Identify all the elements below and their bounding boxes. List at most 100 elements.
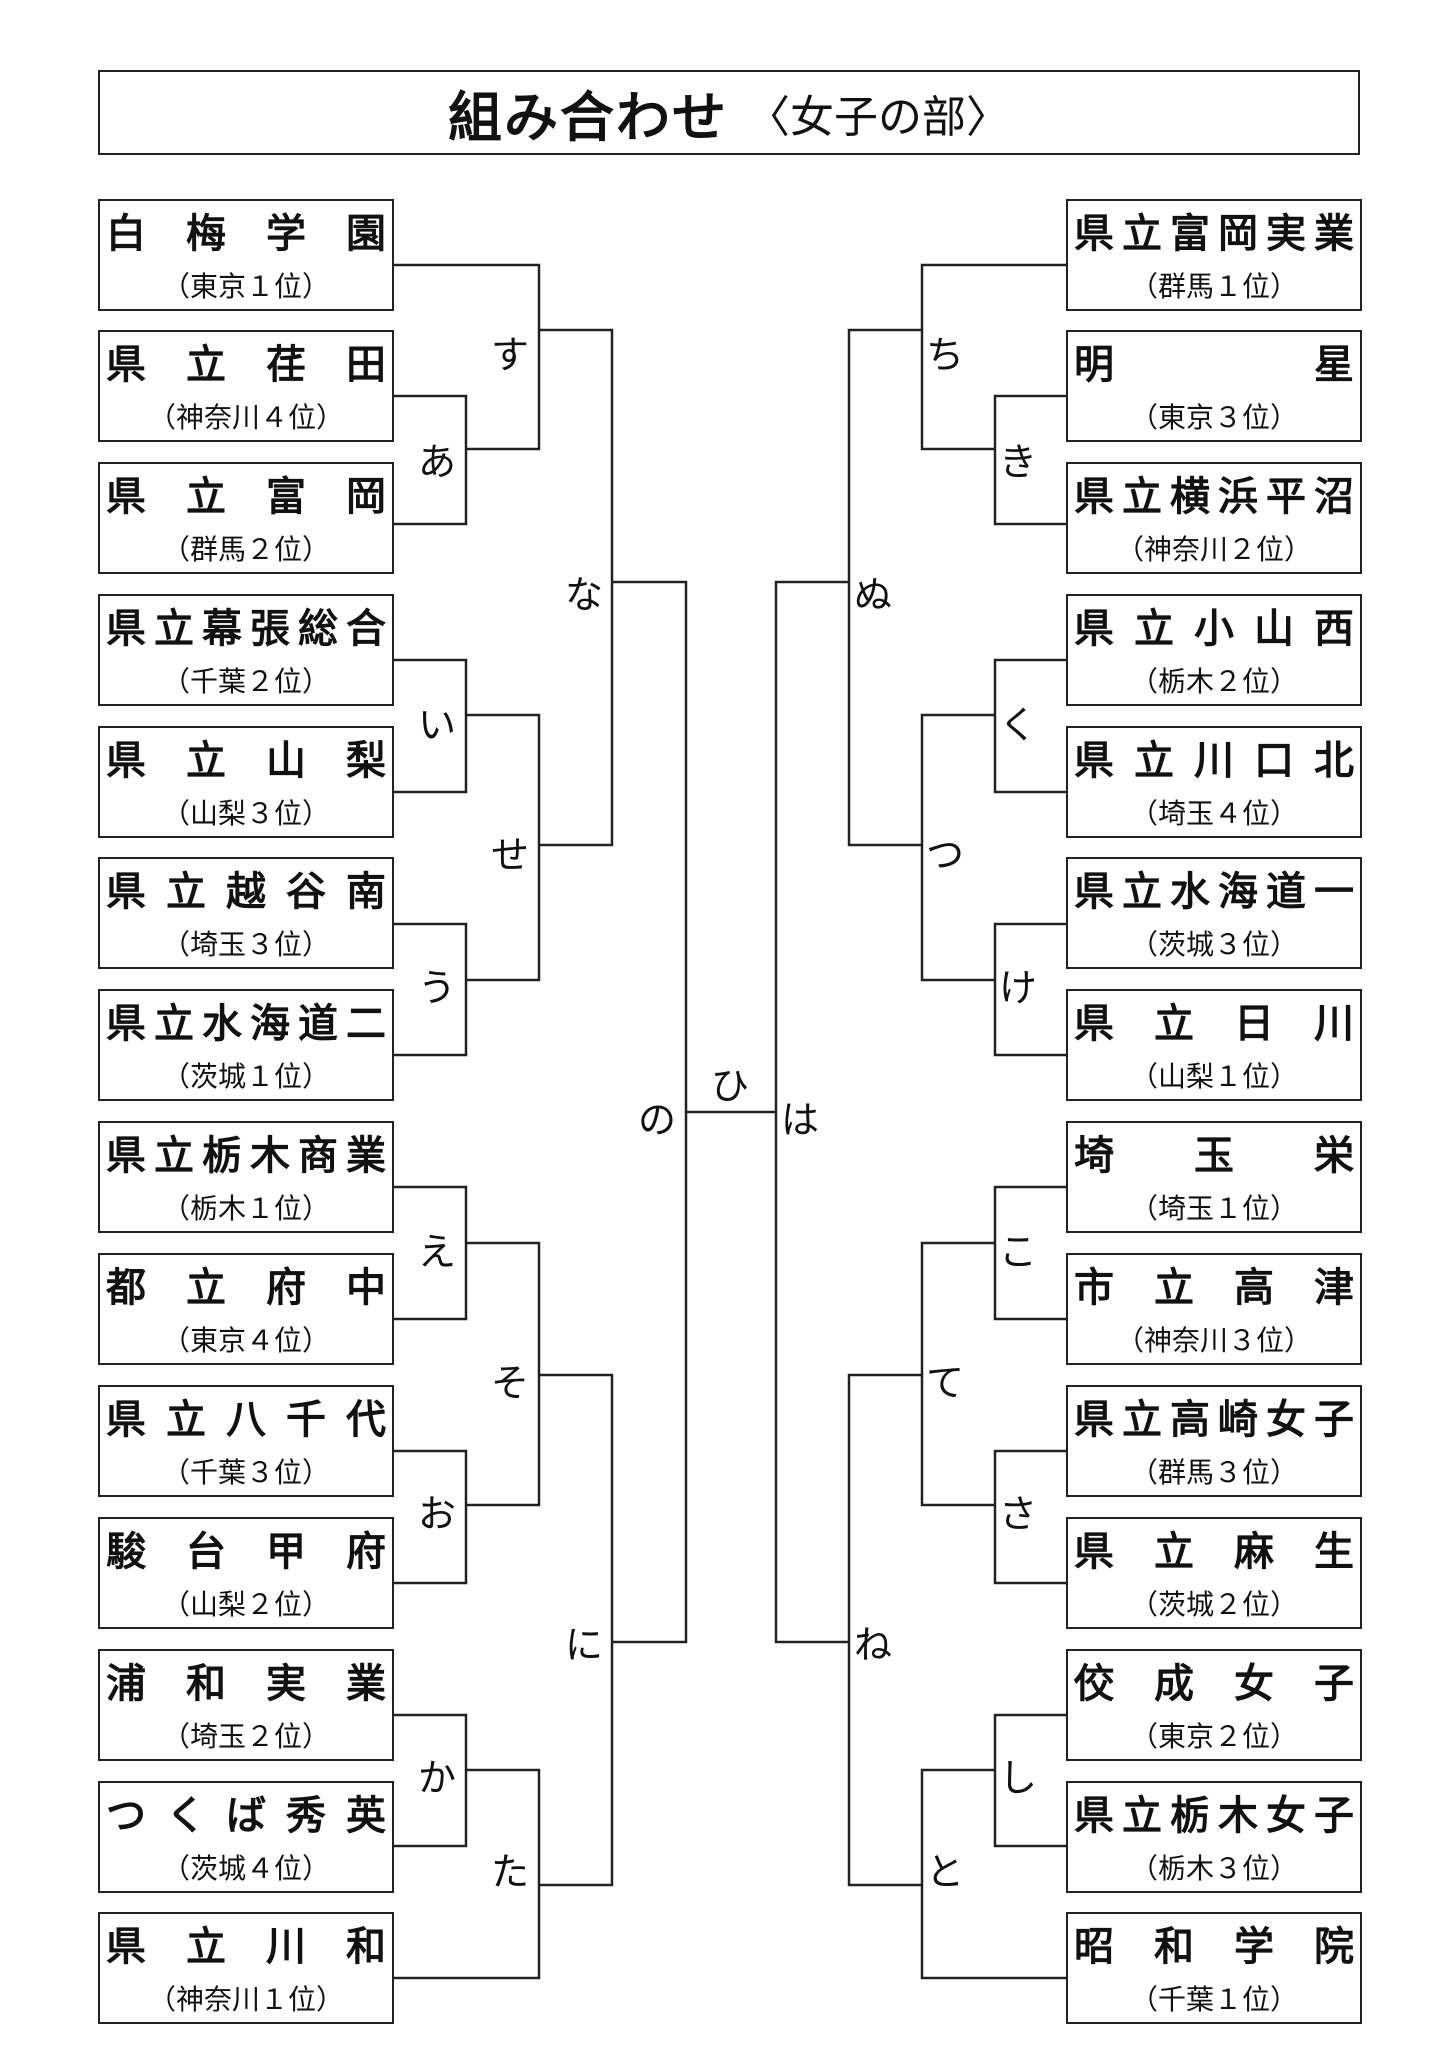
match-label-o: お — [417, 1492, 457, 1536]
match-label-shi: し — [998, 1756, 1038, 1800]
bracket-line-i — [393, 658, 468, 794]
match-label-u: う — [417, 966, 457, 1010]
bracket-line-su — [393, 263, 541, 451]
team-name: 県立川口北 — [1074, 738, 1354, 784]
bracket-line-ne — [847, 1373, 922, 1887]
team-box: 県立荏田（神奈川４位） — [98, 330, 394, 442]
team-name: 都立府中 — [106, 1265, 386, 1311]
bracket-line-na — [539, 328, 614, 847]
match-label-ta: た — [490, 1850, 530, 1894]
team-name: 県立幕張総合 — [106, 606, 386, 652]
team-box: つくば秀英（茨城４位） — [98, 1781, 394, 1893]
team-name: 明星 — [1074, 342, 1354, 388]
team-name: 県立小山西 — [1074, 606, 1354, 652]
team-box: 県立川口北 （埼玉４位） — [1066, 726, 1362, 838]
team-name: 駿台甲府 — [106, 1529, 386, 1575]
team-prefecture-rank: （群馬２位） — [161, 533, 330, 566]
team-box: 市立高津 （神奈川３位） — [1066, 1253, 1362, 1365]
team-prefecture-rank: （埼玉２位） — [161, 1720, 330, 1753]
team-box: 浦和実業 （埼玉２位） — [98, 1649, 394, 1761]
team-name: 県立栃木商業 — [106, 1133, 386, 1179]
team-box: 県立幕張総合 （千葉２位） — [98, 594, 394, 706]
team-name: 昭和学院 — [1074, 1924, 1354, 1970]
team-prefecture-rank: （茨城３位） — [1129, 928, 1298, 961]
bracket-line-chi — [920, 263, 1068, 451]
match-label-ku: く — [998, 703, 1038, 747]
team-box: 県立川和 （神奈川１位） — [98, 1912, 394, 2024]
team-name: 市立高津 — [1074, 1265, 1354, 1311]
match-label-ne: ね — [853, 1623, 893, 1667]
page-subtitle: 〈女子の部〉 — [746, 91, 1010, 143]
match-label-ke: け — [998, 966, 1038, 1010]
bracket-line-ha — [774, 580, 849, 1644]
team-prefecture-rank: （千葉２位） — [161, 665, 330, 698]
team-prefecture-rank: （埼玉４位） — [1129, 797, 1298, 830]
team-box: 県立小山西 （栃木２位） — [1066, 594, 1362, 706]
match-label-te: て — [925, 1361, 965, 1405]
title-box: 組み合わせ 〈女子の部〉 — [98, 70, 1360, 155]
team-box: 埼玉栄 （埼玉１位） — [1066, 1121, 1362, 1233]
team-prefecture-rank: （東京４位） — [161, 1324, 330, 1357]
team-box: 県立横浜平沼（神奈川２位） — [1066, 462, 1362, 574]
match-label-sa: さ — [998, 1492, 1038, 1536]
team-box: 県立栃木女子 （栃木３位） — [1066, 1781, 1362, 1893]
team-name: 県立富岡 — [106, 474, 386, 520]
bracket-line-ka — [393, 1713, 468, 1848]
team-box: 都立府中 （東京４位） — [98, 1253, 394, 1365]
bracket-line-nu — [847, 328, 922, 847]
team-prefecture-rank: （栃木２位） — [1129, 665, 1298, 698]
team-prefecture-rank: （埼玉１位） — [1129, 1192, 1298, 1225]
team-box: 佼成女子 （東京２位） — [1066, 1649, 1362, 1761]
match-label-ko: こ — [998, 1230, 1038, 1274]
page-title: 組み合わせ — [448, 86, 728, 149]
match-label-se: せ — [490, 833, 530, 877]
team-box: 白梅学園（東京１位） — [98, 199, 394, 311]
team-name: 浦和実業 — [106, 1661, 386, 1707]
bracket-line-ku — [993, 658, 1068, 794]
match-label-ha: は — [780, 1098, 820, 1142]
team-box: 県立山梨 （山梨３位） — [98, 726, 394, 838]
team-box: 明星（東京３位） — [1066, 330, 1362, 442]
team-name: 県立川和 — [106, 1924, 386, 1970]
team-name: 佼成女子 — [1074, 1661, 1354, 1707]
team-name: 白梅学園 — [106, 211, 386, 257]
team-name: 県立越谷南 — [106, 869, 386, 915]
team-prefecture-rank: （山梨３位） — [161, 797, 330, 830]
match-label-so: そ — [490, 1361, 530, 1405]
match-label-na: な — [564, 573, 604, 617]
team-name: 県立山梨 — [106, 738, 386, 784]
bracket-line-e — [393, 1185, 468, 1321]
bracket-line-u — [393, 922, 468, 1057]
bracket-line-ni — [539, 1373, 614, 1887]
bracket-line-sa — [993, 1449, 1068, 1585]
team-name: 埼玉栄 — [1074, 1133, 1354, 1179]
team-box: 駿台甲府（山梨２位） — [98, 1517, 394, 1629]
match-label-a: あ — [417, 440, 457, 484]
match-label-no: の — [637, 1098, 677, 1142]
match-label-ki: き — [998, 440, 1038, 484]
team-prefecture-rank: （茨城２位） — [1129, 1588, 1298, 1621]
bracket-line-shi — [993, 1713, 1068, 1848]
team-name: 県立栃木女子 — [1074, 1793, 1354, 1839]
team-prefecture-rank: （群馬３位） — [1129, 1456, 1298, 1489]
team-box: 県立水海道一（茨城３位） — [1066, 857, 1362, 969]
match-label-tsu: つ — [925, 833, 965, 877]
team-prefecture-rank: （神奈川１位） — [147, 1983, 344, 2016]
team-prefecture-rank: （神奈川３位） — [1115, 1324, 1312, 1357]
team-prefecture-rank: （千葉１位） — [1129, 1983, 1298, 2016]
team-prefecture-rank: （埼玉３位） — [161, 928, 330, 961]
bracket-line-o — [393, 1449, 468, 1585]
team-name: 県立高崎女子 — [1074, 1397, 1354, 1443]
match-label-e: え — [417, 1230, 457, 1274]
team-prefecture-rank: （栃木１位） — [161, 1192, 330, 1225]
team-prefecture-rank: （東京２位） — [1129, 1720, 1298, 1753]
team-prefecture-rank: （神奈川４位） — [147, 401, 344, 434]
team-name: 県立日川 — [1074, 1001, 1354, 1047]
team-box: 県立富岡実業（群馬１位） — [1066, 199, 1362, 311]
team-prefecture-rank: （栃木３位） — [1129, 1852, 1298, 1885]
match-label-hi: ひ — [710, 1064, 750, 1108]
team-name: 県立横浜平沼 — [1074, 474, 1354, 520]
team-prefecture-rank: （山梨１位） — [1129, 1060, 1298, 1093]
team-prefecture-rank: （群馬１位） — [1129, 270, 1298, 303]
